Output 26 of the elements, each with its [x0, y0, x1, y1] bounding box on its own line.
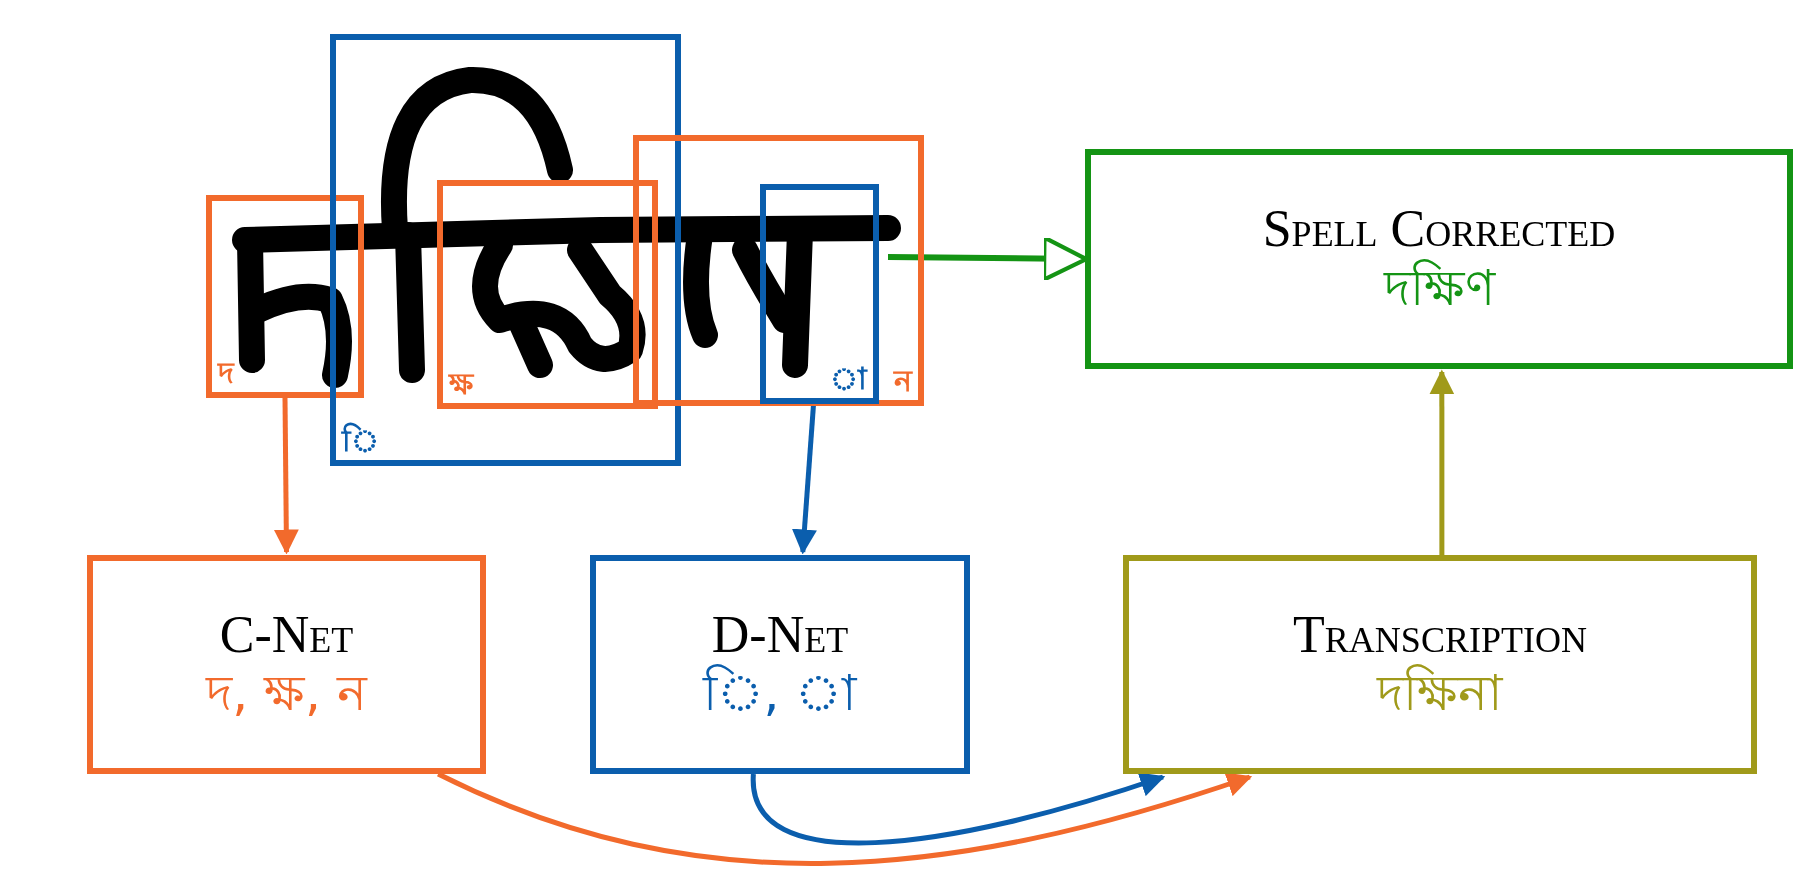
process-box [1123, 555, 1757, 774]
arrow [437, 771, 1253, 866]
arrow [1429, 369, 1455, 555]
character-label: ◌া [830, 364, 867, 394]
bounding-box [633, 135, 924, 406]
bounding-box [437, 180, 658, 409]
bounding-box [206, 195, 364, 398]
process-box [590, 555, 970, 774]
script-text: দক্ষিণ [1383, 257, 1495, 318]
box-title: Spell Corrected [1262, 200, 1616, 258]
box-title: D-Net [711, 605, 849, 664]
bounding-box [330, 34, 681, 466]
script-text: দক্ষিনা [1377, 663, 1503, 724]
arrow [750, 772, 1166, 846]
script-text: দ, ক্ষ, ন [206, 663, 367, 724]
process-box [87, 555, 486, 774]
character-label: ন [894, 366, 912, 396]
character-label: দ [218, 358, 234, 388]
process-box [1085, 149, 1793, 369]
box-title: Transcription [1293, 605, 1587, 664]
bounding-box [760, 184, 879, 404]
arrow [791, 403, 817, 555]
box-title: C-Net [219, 605, 354, 664]
arrow [273, 397, 299, 555]
script-text: ◌ি, ◌া [702, 663, 858, 724]
character-label: ক্ষ [449, 369, 473, 399]
